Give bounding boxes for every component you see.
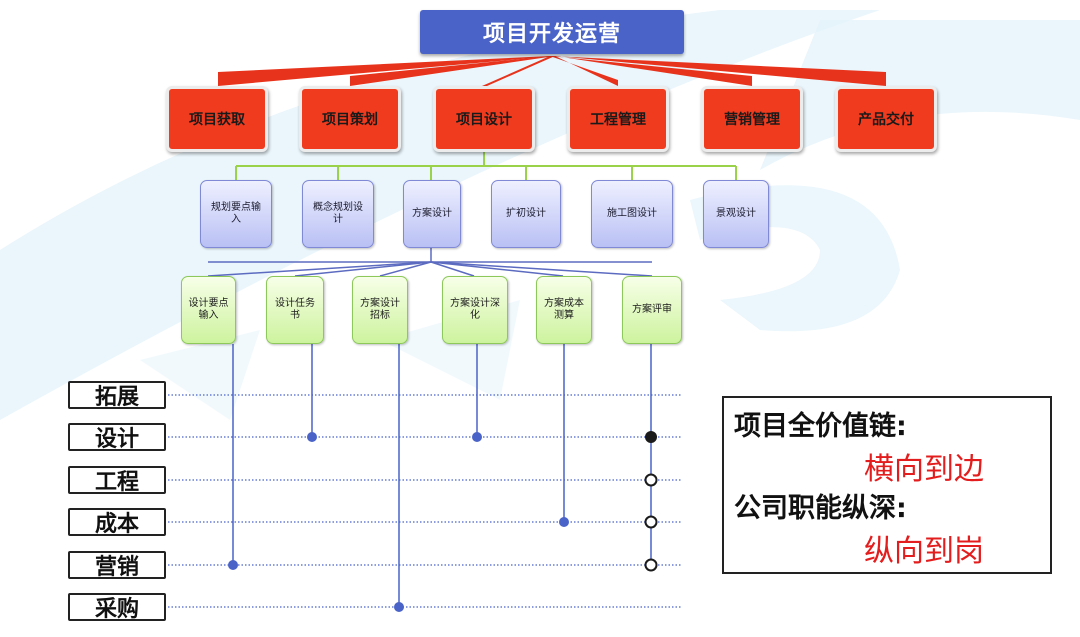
l2-label: 景观设计 <box>716 208 756 219</box>
dept-procurement: 采购 <box>68 593 166 622</box>
root-connectors <box>218 56 886 86</box>
callout-heading-value-chain: 项目全价值链: <box>734 411 907 442</box>
dept-design: 设计 <box>68 423 166 452</box>
root-node: 项目开发运营 <box>420 10 684 54</box>
l2-label: 施工图设计 <box>607 208 657 219</box>
dot-cost-cost <box>559 517 569 527</box>
dot-task-design <box>307 432 317 442</box>
l2-scheme-design: 方案设计 <box>403 180 461 248</box>
l1-label: 项目获取 <box>189 112 245 128</box>
l2-construction-drawing: 施工图设计 <box>591 180 673 248</box>
l3-scheme-review: 方案评审 <box>622 276 682 344</box>
l3-design-deepening: 方案设计深化 <box>442 276 508 344</box>
summary-callout: 项目全价值链: 横向到边 公司职能纵深: 纵向到岗 <box>722 396 1052 574</box>
callout-heading-functions: 公司职能纵深: <box>734 493 907 524</box>
root-title: 项目开发运营 <box>482 22 621 47</box>
department-dotted-rows <box>168 394 682 608</box>
dept-cost: 成本 <box>68 508 166 537</box>
l1-label: 项目设计 <box>456 112 512 128</box>
l3-label: 设计任务书 <box>275 298 315 321</box>
task-drop-lines <box>232 344 652 607</box>
dot-review-marketing <box>644 558 658 572</box>
dot-deepen-design <box>472 432 482 442</box>
l2-label: 规划要点输入 <box>211 202 261 225</box>
dot-bid-purchase <box>394 602 404 612</box>
l1-project-acquisition: 项目获取 <box>166 86 268 152</box>
l2-label: 方案设计 <box>412 208 452 219</box>
l2-planning-input: 规划要点输入 <box>200 180 272 248</box>
l1-product-delivery: 产品交付 <box>835 86 937 152</box>
callout-vertical-text: 纵向到岗 <box>864 534 984 569</box>
l1-label: 产品交付 <box>858 112 914 128</box>
dot-review-design <box>645 431 657 443</box>
l1-label: 工程管理 <box>590 112 646 128</box>
dot-review-cost <box>644 515 658 529</box>
l3-label: 方案成本测算 <box>544 298 584 321</box>
dept-expansion: 拓展 <box>68 381 166 410</box>
l3-label: 方案设计深化 <box>450 298 500 321</box>
l3-design-brief: 设计任务书 <box>266 276 324 344</box>
scheme-connectors <box>207 248 653 277</box>
l1-label: 项目策划 <box>322 112 378 128</box>
l1-marketing-management: 营销管理 <box>701 86 803 152</box>
l3-design-input: 设计要点输入 <box>181 276 236 344</box>
l3-label: 设计要点输入 <box>188 298 229 321</box>
l3-label: 方案评审 <box>632 304 672 315</box>
l2-label: 扩初设计 <box>506 208 546 219</box>
l3-design-bidding: 方案设计招标 <box>352 276 408 344</box>
l2-concept-planning: 概念规划设计 <box>302 180 374 248</box>
l1-label: 营销管理 <box>724 112 780 128</box>
l1-project-planning: 项目策划 <box>299 86 401 152</box>
callout-horizontal-text: 横向到边 <box>864 452 984 487</box>
l1-engineering-management: 工程管理 <box>567 86 669 152</box>
dot-review-engineering <box>644 473 658 487</box>
l1-project-design: 项目设计 <box>433 86 535 152</box>
l3-cost-estimate: 方案成本测算 <box>536 276 592 344</box>
dept-marketing: 营销 <box>68 551 166 580</box>
l2-preliminary-design: 扩初设计 <box>491 180 561 248</box>
dept-engineering: 工程 <box>68 466 166 495</box>
l2-label: 概念规划设计 <box>313 202 363 225</box>
responsibility-dots <box>228 431 658 612</box>
l2-landscape-design: 景观设计 <box>703 180 769 248</box>
l3-label: 方案设计招标 <box>360 298 400 321</box>
dot-design-mkt <box>228 560 238 570</box>
design-connectors <box>235 152 737 180</box>
